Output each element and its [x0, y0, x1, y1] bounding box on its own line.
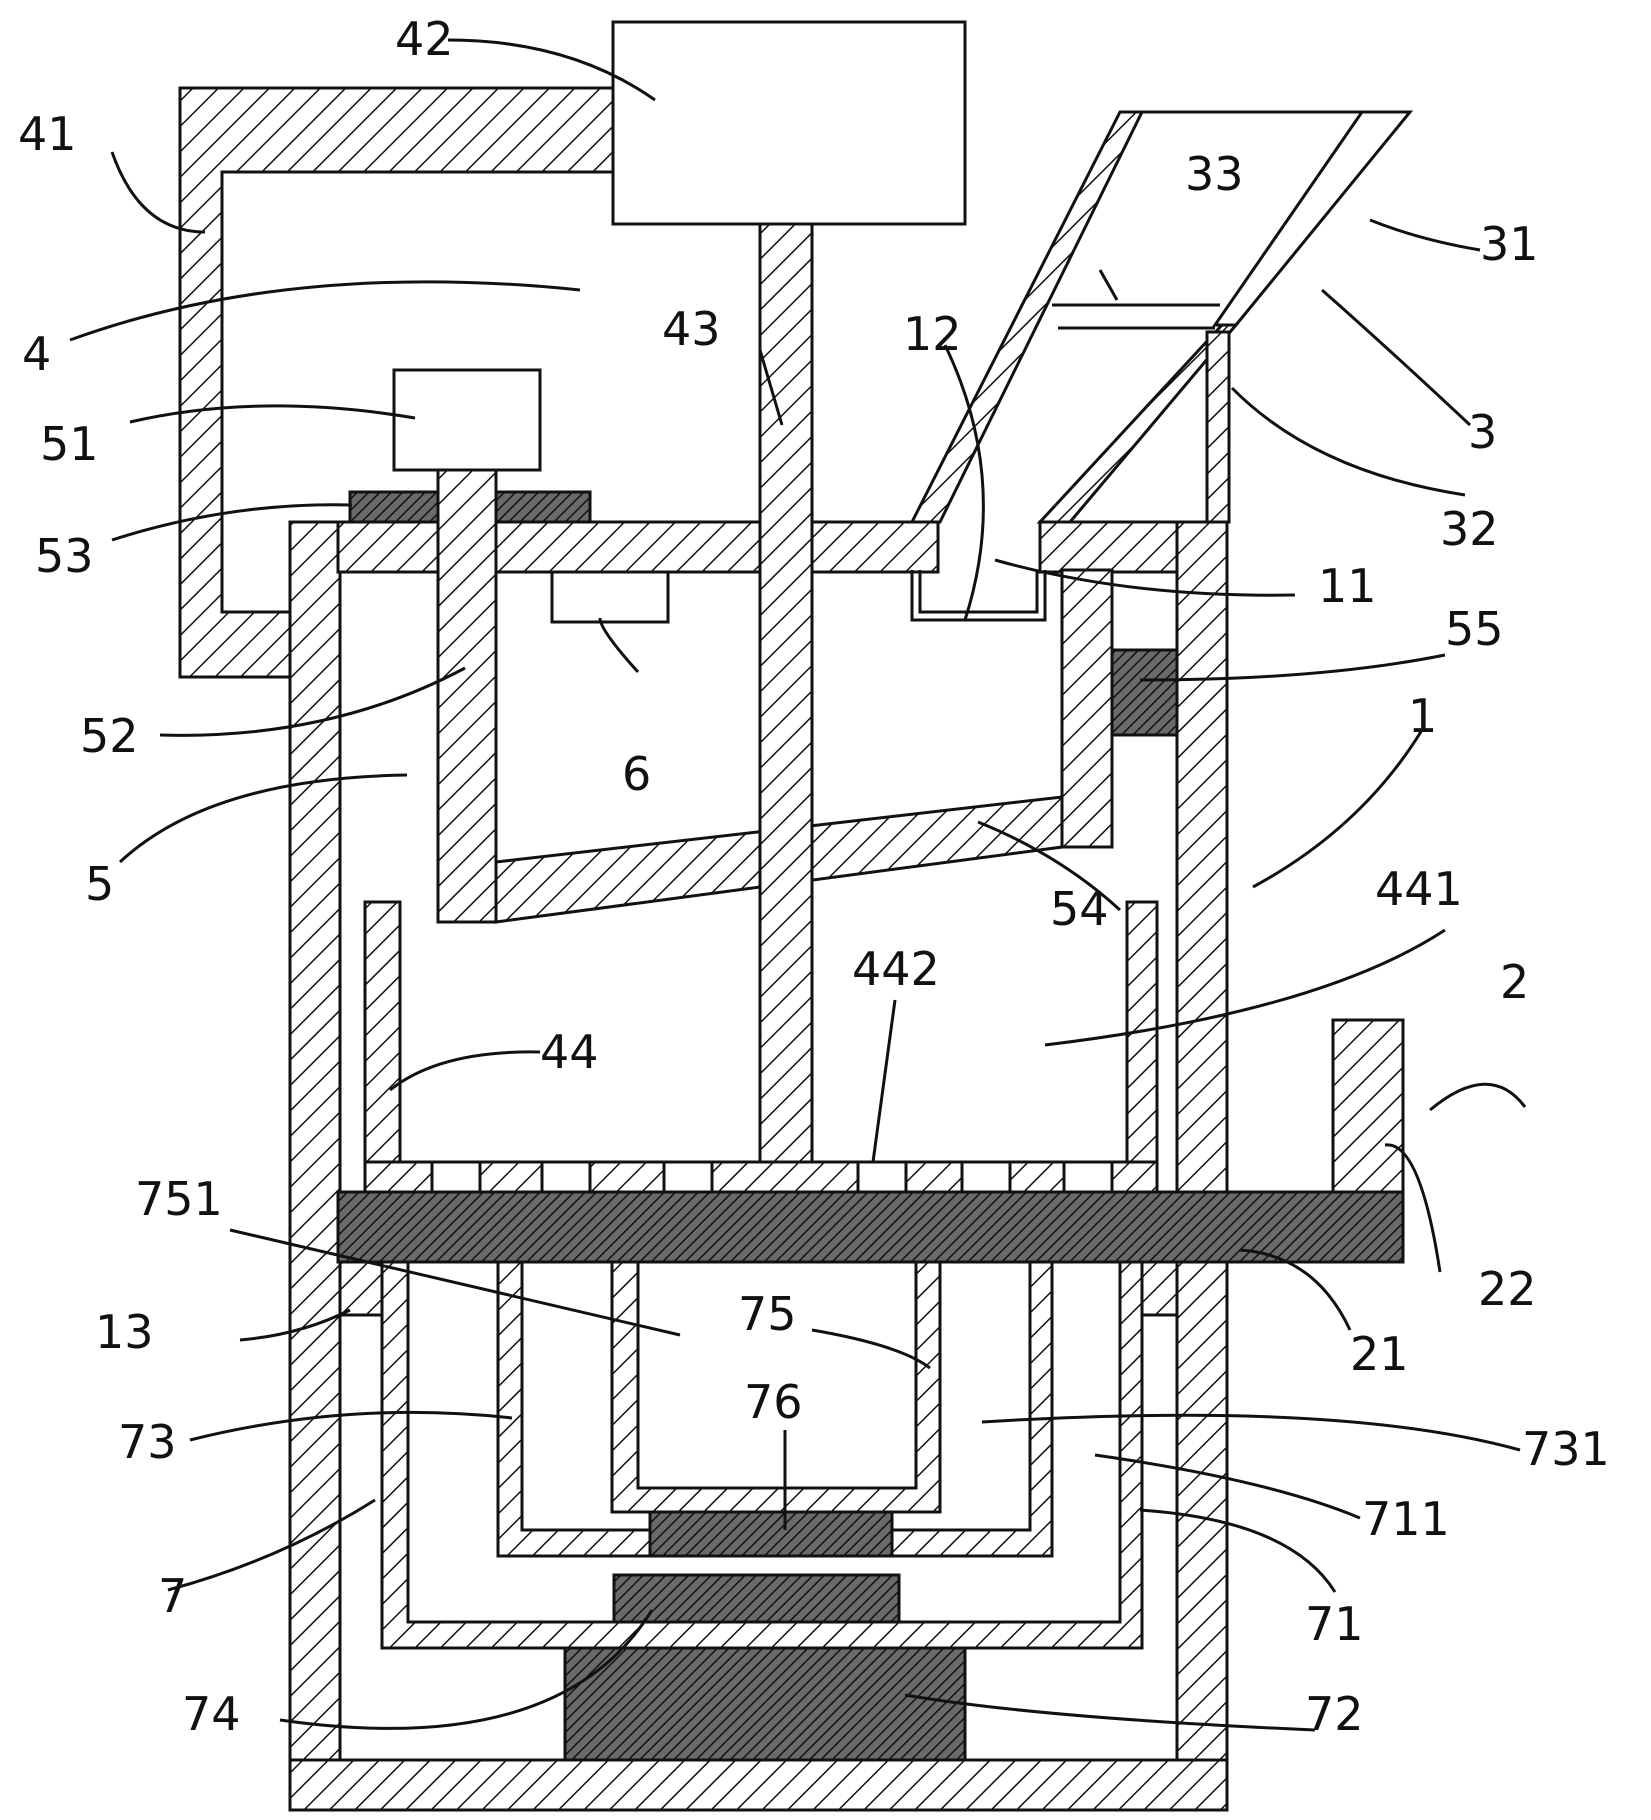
- label-4: 4: [22, 327, 51, 381]
- label-33: 33: [1185, 147, 1244, 201]
- label-22: 22: [1478, 1262, 1537, 1316]
- label-55: 55: [1445, 602, 1504, 656]
- label-2: 2: [1500, 955, 1529, 1009]
- label-21: 21: [1350, 1327, 1409, 1381]
- label-32: 32: [1440, 502, 1499, 556]
- label-76: 76: [744, 1375, 803, 1429]
- label-751: 751: [135, 1172, 223, 1226]
- plate-21: [336, 1190, 1405, 1264]
- label-5: 5: [85, 857, 114, 911]
- label-44: 44: [540, 1025, 599, 1079]
- housing-1: [288, 520, 1229, 1812]
- label-11: 11: [1318, 559, 1377, 613]
- label-731: 731: [1522, 1422, 1610, 1476]
- sensor-6: [550, 570, 670, 624]
- label-53: 53: [35, 529, 94, 583]
- label-12: 12: [903, 307, 962, 361]
- label-6: 6: [622, 747, 651, 801]
- label-442: 442: [852, 942, 940, 996]
- label-31: 31: [1480, 217, 1539, 271]
- lower-assembly-7: [338, 1260, 1179, 1762]
- cup-11: [910, 570, 1047, 622]
- reference-labels: 42 41 4 51 53 43 33 31 12 3 32 11 55 52 …: [18, 12, 1610, 1741]
- label-711: 711: [1362, 1492, 1450, 1546]
- label-3: 3: [1468, 405, 1497, 459]
- label-13: 13: [95, 1305, 154, 1359]
- label-74: 74: [182, 1687, 241, 1741]
- label-441: 441: [1375, 862, 1463, 916]
- label-51: 51: [40, 417, 99, 471]
- shaft-43: [758, 222, 814, 1164]
- label-1: 1: [1408, 689, 1437, 743]
- label-7: 7: [158, 1569, 187, 1623]
- label-73: 73: [118, 1415, 177, 1469]
- label-75: 75: [738, 1287, 797, 1341]
- basket-44: [363, 900, 1159, 1194]
- post-22: [1331, 1018, 1405, 1194]
- label-52: 52: [80, 709, 139, 763]
- label-41: 41: [18, 107, 77, 161]
- label-71: 71: [1305, 1597, 1364, 1651]
- label-72: 72: [1305, 1687, 1364, 1741]
- label-54: 54: [1050, 882, 1109, 936]
- label-42: 42: [395, 12, 454, 66]
- hopper-3: [909, 110, 1414, 524]
- motor-box-42: [611, 20, 967, 226]
- block-55: [1110, 648, 1179, 737]
- motor-51: [392, 368, 542, 472]
- label-43: 43: [662, 302, 721, 356]
- leader-lines: [69, 38, 1527, 1732]
